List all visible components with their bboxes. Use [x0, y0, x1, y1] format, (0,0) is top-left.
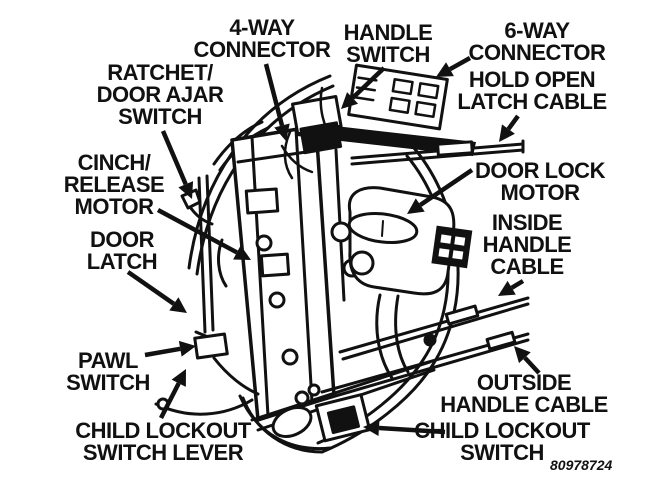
arrow-door-latch	[126, 270, 187, 313]
label-line: RELEASE	[63, 172, 165, 197]
label-line: HOLD OPEN	[468, 67, 596, 92]
label-line: HANDLE CABLE	[440, 392, 608, 417]
label-line: CHILD LOCKOUT	[75, 418, 251, 443]
arrow-cinch-release-motor	[156, 208, 251, 260]
label-line: PAWL	[78, 348, 138, 373]
label-line: SWITCH	[118, 104, 202, 129]
arrow-outside-handle-cable	[514, 346, 541, 375]
label-line: RATCHET/	[107, 60, 213, 85]
label-line: DOOR LOCK	[475, 158, 605, 183]
arrow-handle-switch	[341, 66, 386, 109]
label-line: SWITCH	[346, 42, 430, 67]
arrow-inside-handle-cable	[498, 279, 525, 296]
label-line: SWITCH	[460, 440, 544, 465]
label-line: SWITCH LEVER	[82, 440, 244, 465]
label-line: CABLE	[490, 254, 564, 279]
label-line: LATCH CABLE	[457, 89, 607, 114]
label-line: CONNECTOR	[193, 37, 331, 62]
label-line: LATCH	[86, 249, 158, 274]
label-line: MOTOR	[500, 180, 580, 205]
label-line: HANDLE	[343, 20, 433, 45]
label-line: CONNECTOR	[468, 40, 606, 65]
arrow-child-lockout-switch-lever	[158, 369, 186, 420]
label-line: CINCH/	[77, 150, 151, 175]
arrow-child-lockout-switch	[363, 419, 446, 436]
label-line: CHILD LOCKOUT	[414, 418, 590, 443]
arrow-six-way-connector	[436, 56, 472, 77]
label-line: DOOR	[89, 227, 155, 252]
label-line: INSIDE	[491, 210, 563, 235]
arrow-hold-open-latch-cable	[499, 114, 520, 142]
label-line: 4-WAY	[229, 15, 295, 40]
label-line: OUTSIDE	[476, 370, 572, 395]
label-line: SWITCH	[66, 370, 150, 395]
label-line: DOOR AJAR	[96, 82, 224, 107]
label-line: HANDLE	[482, 232, 572, 257]
arrow-door-lock-motor	[407, 168, 474, 214]
arrow-four-way-connector	[263, 63, 290, 141]
arrow-ratchet-door-ajar-switch	[160, 130, 194, 199]
label-line: MOTOR	[74, 194, 154, 219]
label-line: 6-WAY	[504, 18, 570, 43]
part-number: 80978724	[550, 457, 613, 473]
door-lock-motor-art	[330, 148, 473, 380]
arrow-pawl-switch	[144, 340, 196, 358]
